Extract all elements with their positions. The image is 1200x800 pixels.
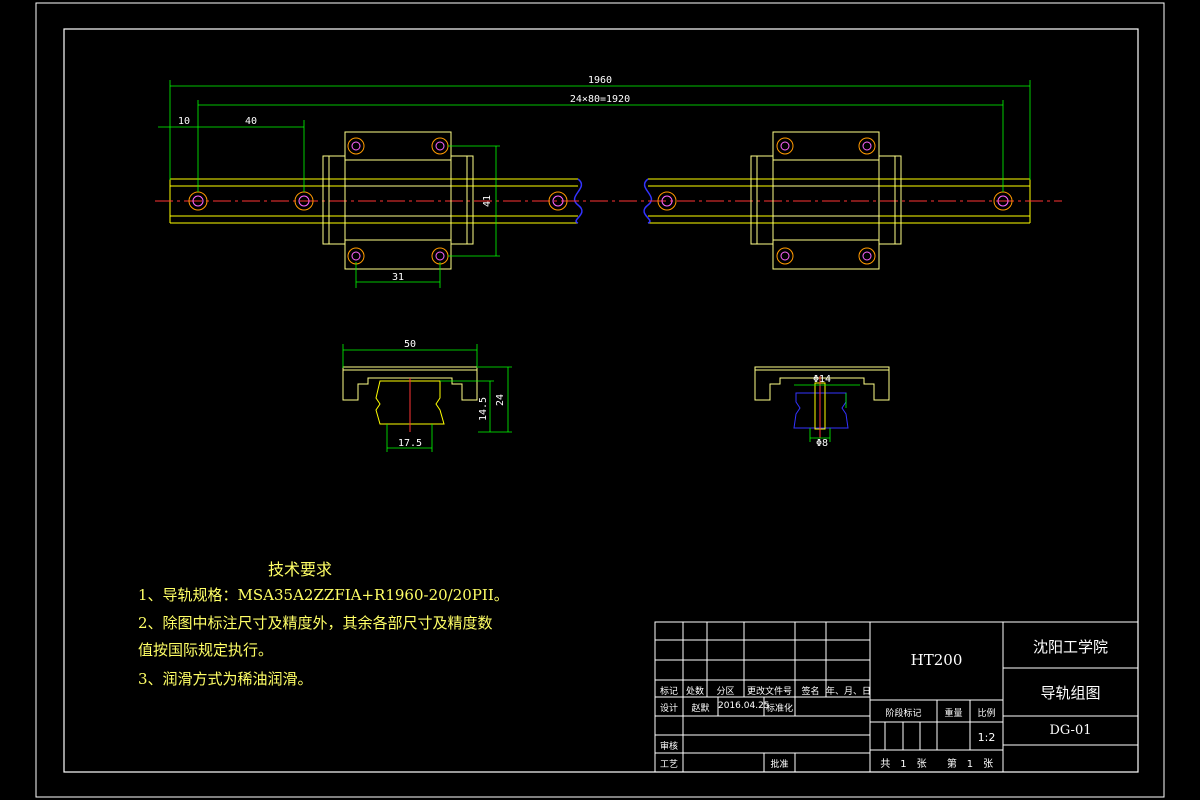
scale-label: 比例 (977, 709, 996, 719)
stage-label: 阶段标记 (885, 709, 922, 719)
drawing-name: 导轨组图 (1040, 684, 1101, 702)
header-sign: 签名 (801, 687, 820, 697)
dim-section-width: 50 (404, 339, 416, 350)
school-name: 沈阳工学院 (1032, 638, 1108, 656)
dim-rail-width: 17.5 (398, 438, 422, 449)
top-dimensions (158, 80, 1031, 288)
rail-holes (188, 191, 1013, 211)
dim-section-height: 24 (495, 394, 506, 406)
tech-requirement-line-1: 1、导轨规格：MSA35A2ZZFIA+R1960-20/20PII。 (138, 586, 509, 604)
block-holes-right (776, 137, 876, 265)
header-doc: 更改文件号 (746, 687, 792, 697)
tech-requirement-line-4: 3、润滑方式为稀油润滑。 (138, 670, 313, 688)
outer-border (35, 2, 1165, 798)
scale-value: 1:2 (977, 731, 996, 744)
dim-block-height: 41 (482, 195, 493, 207)
review-label: 审核 (659, 742, 678, 752)
dim-pitch-total: 24×80=1920 (570, 94, 630, 105)
standard-label: 标准化 (765, 704, 793, 714)
approve-label: 批准 (770, 760, 789, 770)
header-date: 年、月、日 (826, 687, 872, 697)
weight-label: 重量 (944, 709, 963, 719)
title-block-grid (654, 621, 1139, 773)
tech-requirements-title: 技术要求 (268, 560, 333, 579)
sheet-number: 第 1 张 (946, 759, 994, 770)
header-zone: 分区 (716, 687, 735, 697)
break-line-left (573, 178, 583, 224)
slider-block-right (750, 131, 902, 270)
dim-end-offset: 10 (178, 116, 190, 127)
design-date: 2016.04.25 (718, 701, 770, 711)
header-count: 处数 (685, 687, 704, 697)
tech-requirement-line-2: 2、除图中标注尺寸及精度外，其余各部尺寸及精度数 (138, 614, 493, 632)
tech-requirement-line-3: 值按国际规定执行。 (138, 641, 274, 659)
dim-rail-height: 14.5 (478, 397, 489, 421)
dim-bolt-hole: Φ8 (816, 438, 828, 449)
design-label: 设计 (659, 704, 678, 714)
dim-overall-length: 1960 (588, 75, 612, 86)
material-label: HT200 (910, 651, 963, 669)
section-right-dimensions (794, 384, 860, 442)
dim-first-pitch: 40 (245, 116, 257, 127)
section-left-dimensions (342, 344, 512, 452)
dim-bolt-dia: Φ14 (813, 374, 831, 385)
section-view-left (342, 366, 478, 425)
designer-name: 赵默 (691, 704, 710, 714)
dim-hole-spacing: 31 (392, 272, 404, 283)
header-mark: 标记 (659, 687, 678, 697)
inner-border (63, 28, 1139, 773)
process-label: 工艺 (659, 760, 678, 770)
sheets-total: 共 1 张 (880, 759, 927, 770)
drawing-number: DG-01 (1049, 723, 1092, 738)
break-line-right (643, 178, 653, 224)
slider-block-left (322, 131, 474, 270)
